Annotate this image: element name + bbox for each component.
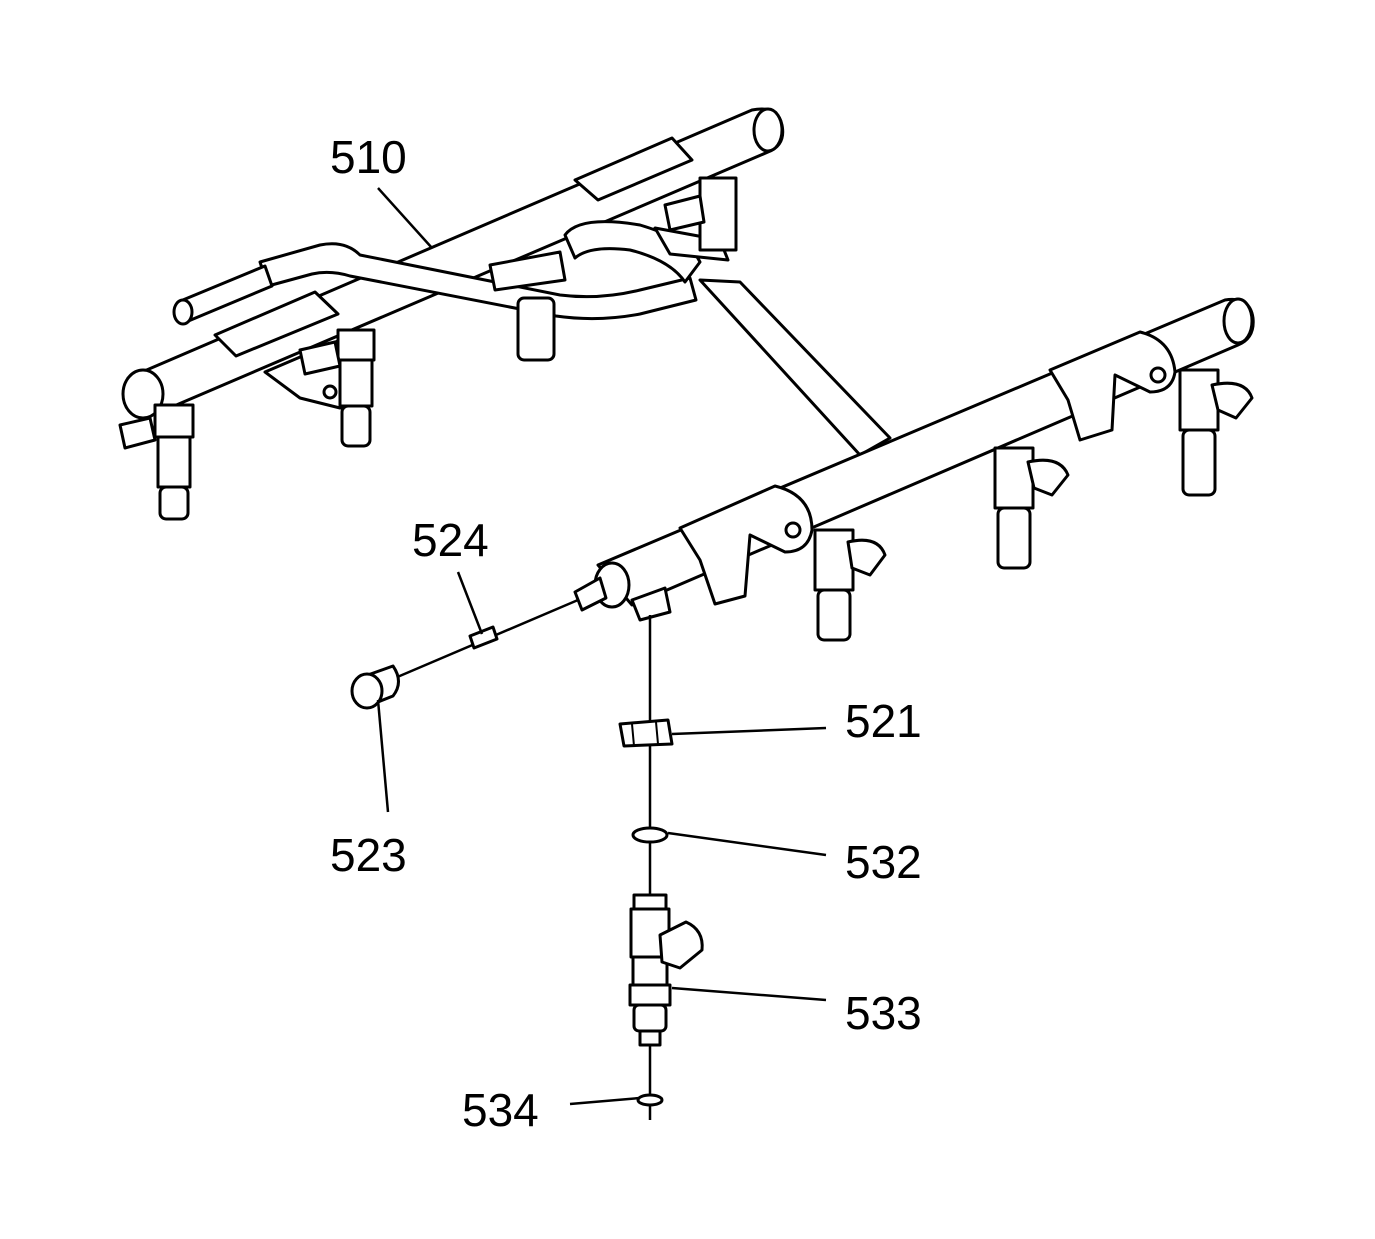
fuel-rail-assembly [118,107,1255,642]
schrader-valve-fitting [573,576,608,612]
leader-534 [569,1096,641,1106]
crossover-tube-diagonal [698,278,892,457]
callout-510: 510 [330,131,407,183]
right-rail-bracket-front [678,484,814,606]
left-rail-clip-front [213,290,340,358]
exploded-components [350,598,704,1120]
center-bracket-plate [653,226,730,262]
leader-lines [376,187,827,1106]
left-rail-mount-tab-hole [322,384,338,400]
left-rail-clip-rear [573,136,694,202]
installed-injector-right-3 [1178,368,1254,497]
left-rail-rear-end [752,107,784,153]
left-rail-end-cap [121,368,165,420]
right-rail-rear-end [1222,297,1254,345]
injector-retainer-clip [618,718,674,748]
callout-523: 523 [330,829,407,881]
callout-532: 532 [845,836,922,888]
rail-tee-outlet [630,586,672,622]
crossover-tube-upper [258,242,698,321]
installed-injector-left-2 [298,328,376,448]
right-rail-bracket-rear [1048,330,1177,442]
leader-532 [667,831,827,857]
installed-injector-right-1 [813,528,887,642]
leader-523 [376,699,390,813]
lower-o-ring [636,1093,664,1107]
leader-524 [456,571,484,635]
callout-533: 533 [845,987,922,1039]
right-rail-bracket-front-hole [784,521,802,539]
installed-injector-left-4 [663,176,738,252]
fuel-injector [628,893,704,1047]
callout-521: 521 [845,695,922,747]
installed-injector-left-3 [488,250,567,362]
leader-510 [377,187,433,249]
callout-labels: 510 524 523 521 532 533 534 [330,131,922,1136]
upper-o-ring [631,826,669,844]
callout-534: 534 [462,1084,539,1136]
valve-cap-face [350,672,384,710]
installed-injector-right-2 [993,446,1070,570]
leader-533 [671,986,827,1002]
installed-injector-left-1 [118,403,195,521]
fuel-inlet-stub-end [172,298,194,326]
right-rail-bracket-rear-hole [1149,366,1167,384]
leader-521 [671,726,827,736]
schrader-valve-core [468,625,499,650]
callout-524: 524 [412,514,489,566]
